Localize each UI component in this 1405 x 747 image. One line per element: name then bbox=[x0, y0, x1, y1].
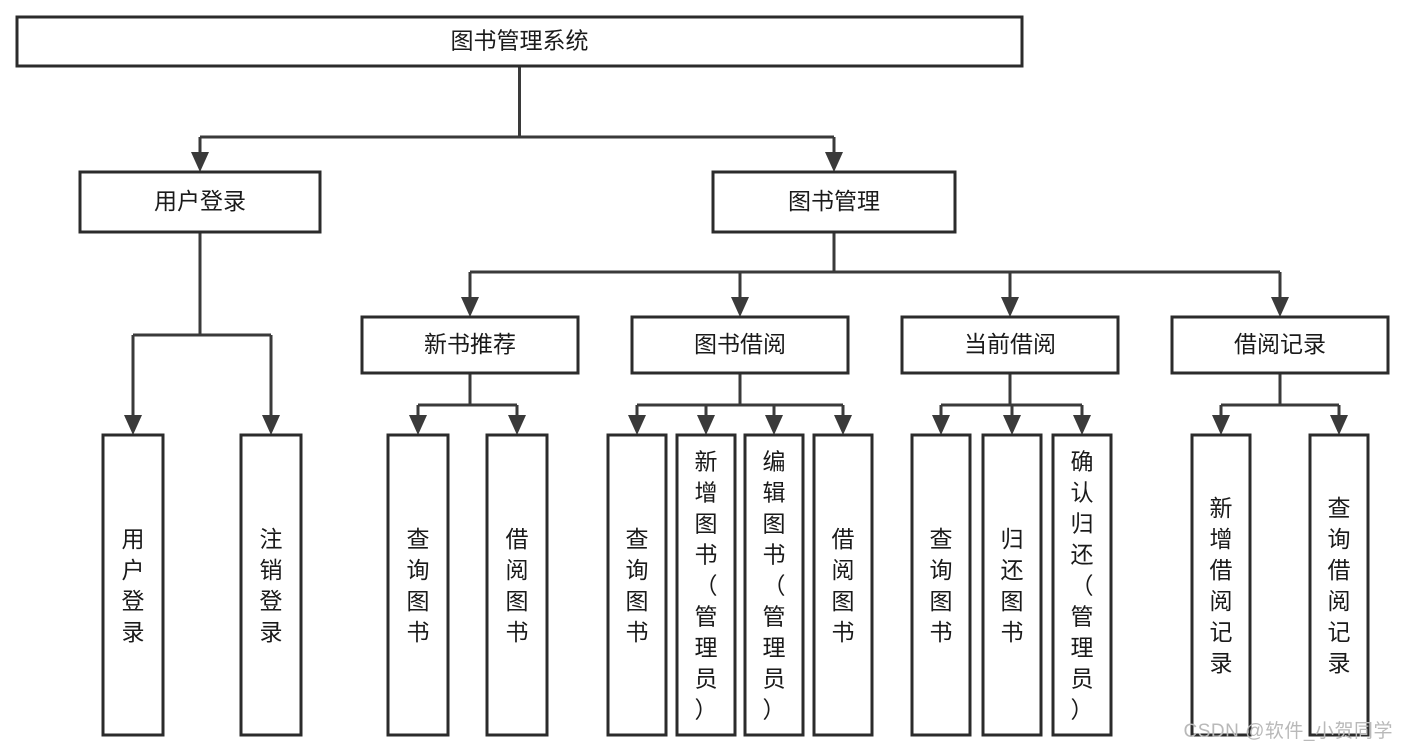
node-leaf-return-book[interactable]: 归还图书 bbox=[981, 433, 1043, 737]
node-label: 借阅图书 bbox=[506, 526, 529, 645]
arrow-head-icon bbox=[1003, 415, 1021, 435]
arrow-head-icon bbox=[508, 415, 526, 435]
node-book-borrow[interactable]: 图书借阅 bbox=[630, 315, 850, 375]
node-label: 新书推荐 bbox=[424, 331, 516, 357]
node-root[interactable]: 图书管理系统 bbox=[15, 15, 1024, 68]
node-label: 新增图书（管理员） bbox=[695, 449, 718, 723]
node-leaf-query-book-current[interactable]: 查询图书 bbox=[910, 433, 972, 737]
node-label: 归还图书 bbox=[1001, 526, 1024, 645]
arrow-head-icon bbox=[262, 415, 280, 435]
watermark-label: CSDN @软件_小贺同学 bbox=[1183, 721, 1393, 742]
node-label: 用户登录 bbox=[154, 188, 246, 214]
node-label: 查询图书 bbox=[930, 526, 953, 645]
node-label: 借阅记录 bbox=[1234, 331, 1326, 357]
node-label: 图书管理 bbox=[788, 188, 880, 214]
arrow-head-icon bbox=[1001, 297, 1019, 317]
node-label: 查询借阅记录 bbox=[1328, 495, 1351, 676]
node-user-login[interactable]: 用户登录 bbox=[78, 170, 322, 234]
arrow-head-icon bbox=[825, 152, 843, 172]
node-label: 查询图书 bbox=[407, 526, 430, 645]
connector-lines bbox=[124, 66, 1348, 435]
node-leaf-query-borrow-record[interactable]: 查询借阅记录 bbox=[1308, 433, 1370, 737]
node-label: 图书管理系统 bbox=[451, 28, 589, 54]
node-label: 当前借阅 bbox=[964, 331, 1056, 357]
node-current-borrow[interactable]: 当前借阅 bbox=[900, 315, 1120, 375]
node-label: 确认归还（管理员） bbox=[1071, 449, 1094, 723]
arrow-head-icon bbox=[834, 415, 852, 435]
node-label: 借阅图书 bbox=[832, 526, 855, 645]
arrow-head-icon bbox=[1212, 415, 1230, 435]
node-leaf-add-borrow-record[interactable]: 新增借阅记录 bbox=[1190, 433, 1252, 737]
node-label: 用户登录 bbox=[122, 526, 145, 645]
arrow-head-icon bbox=[731, 297, 749, 317]
node-leaf-borrow-book[interactable]: 借阅图书 bbox=[812, 433, 874, 737]
node-label: 图书借阅 bbox=[694, 331, 786, 357]
arrow-head-icon bbox=[697, 415, 715, 435]
arrow-head-icon bbox=[1073, 415, 1091, 435]
node-borrow-records[interactable]: 借阅记录 bbox=[1170, 315, 1390, 375]
node-leaf-borrow-book-recommend[interactable]: 借阅图书 bbox=[485, 433, 549, 737]
arrow-head-icon bbox=[124, 415, 142, 435]
arrow-head-icon bbox=[191, 152, 209, 172]
node-leaf-user-login[interactable]: 用户登录 bbox=[101, 433, 165, 737]
node-book-management[interactable]: 图书管理 bbox=[711, 170, 957, 234]
node-label: 新增借阅记录 bbox=[1210, 495, 1233, 676]
node-label: 注销登录 bbox=[260, 526, 283, 645]
arrow-head-icon bbox=[1330, 415, 1348, 435]
arrow-head-icon bbox=[932, 415, 950, 435]
node-leaf-query-book-recommend[interactable]: 查询图书 bbox=[386, 433, 450, 737]
arrow-head-icon bbox=[409, 415, 427, 435]
node-boxes: 图书管理系统用户登录图书管理新书推荐图书借阅当前借阅借阅记录用户登录注销登录查询… bbox=[15, 15, 1390, 737]
arrow-head-icon bbox=[461, 297, 479, 317]
arrow-head-icon bbox=[1271, 297, 1289, 317]
node-leaf-edit-book-admin[interactable]: 编辑图书（管理员） bbox=[743, 433, 805, 737]
node-leaf-confirm-return-admin[interactable]: 确认归还（管理员） bbox=[1051, 433, 1113, 737]
node-new-book-recommend[interactable]: 新书推荐 bbox=[360, 315, 580, 375]
node-label: 查询图书 bbox=[626, 526, 649, 645]
node-label: 编辑图书（管理员） bbox=[763, 449, 786, 723]
node-leaf-query-book-borrow[interactable]: 查询图书 bbox=[606, 433, 668, 737]
node-leaf-logout[interactable]: 注销登录 bbox=[239, 433, 303, 737]
arrow-head-icon bbox=[765, 415, 783, 435]
arrow-head-icon bbox=[628, 415, 646, 435]
node-leaf-add-book-admin[interactable]: 新增图书（管理员） bbox=[675, 433, 737, 737]
